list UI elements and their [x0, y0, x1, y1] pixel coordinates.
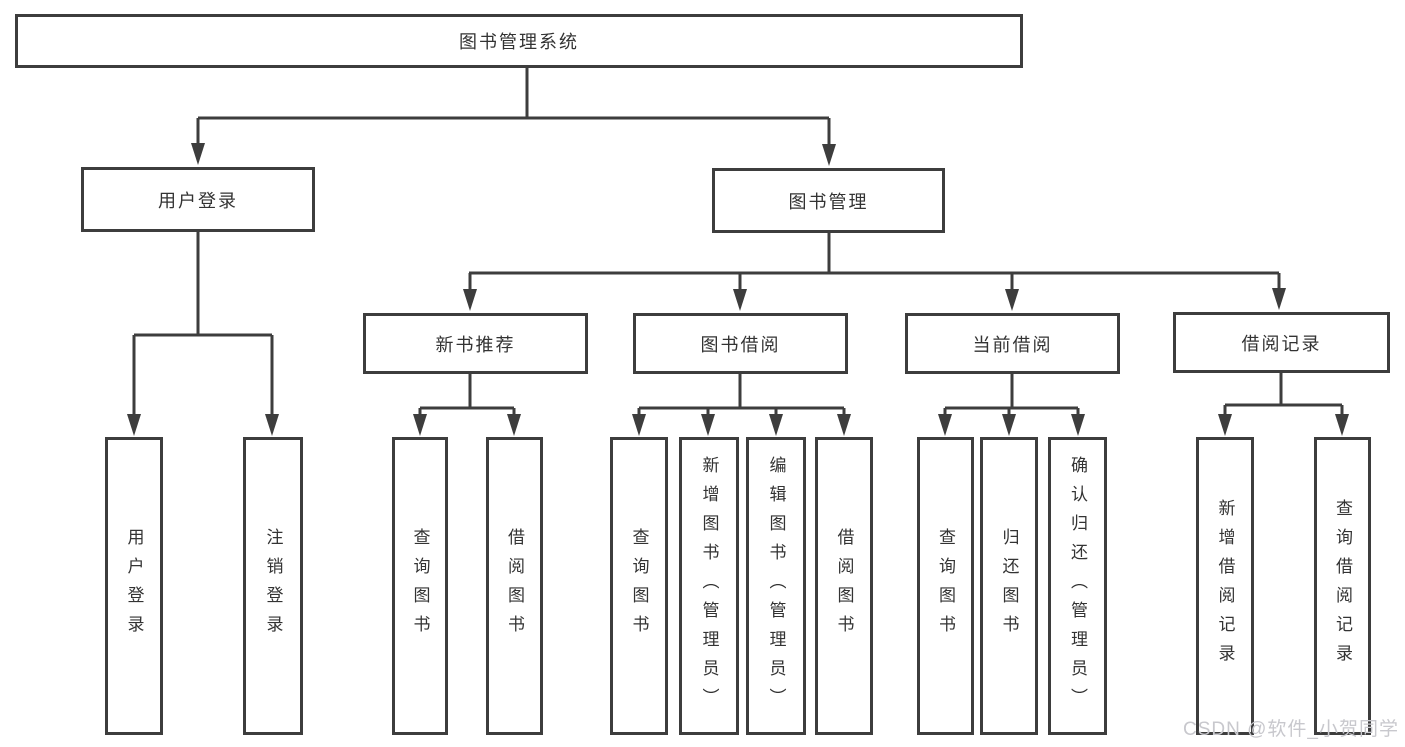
leaf-label: 新增借阅记录	[1215, 499, 1235, 673]
connector-current-borrow	[943, 374, 1080, 420]
leaf-logout: 注销登录	[243, 437, 303, 735]
leaf-label: 查询图书	[629, 528, 649, 644]
node-root: 图书管理系统	[15, 14, 1023, 68]
connector-user-login	[132, 232, 274, 420]
leaf-label: 查询借阅记录	[1333, 499, 1352, 673]
watermark: CSDN @软件_小贺同学	[1183, 719, 1399, 740]
leaf-label: 注销登录	[263, 528, 283, 644]
leaf-label: 归还图书	[999, 528, 1019, 644]
connector-borrow-records	[1223, 373, 1344, 420]
node-book-mgmt: 图书管理	[712, 168, 945, 233]
leaf-label: 借阅图书	[834, 528, 854, 644]
node-borrow-records: 借阅记录	[1173, 312, 1390, 373]
leaf-query-books: 查询图书	[392, 437, 448, 735]
leaf-label: 借阅图书	[505, 528, 524, 644]
leaf-user-login: 用户登录	[105, 437, 163, 735]
node-user-login: 用户登录	[81, 167, 315, 232]
connector-book-borrow	[637, 374, 846, 420]
leaf-edit-books-admin: 编辑图书（管理员）	[746, 437, 806, 735]
node-current-borrow: 当前借阅	[905, 313, 1120, 374]
leaf-query-books: 查询图书	[917, 437, 974, 735]
leaf-label: 查询图书	[936, 528, 955, 644]
connector-root	[196, 68, 831, 149]
connector-new-books	[418, 374, 516, 420]
leaf-borrow-books: 借阅图书	[486, 437, 543, 735]
leaf-label: 确认归还（管理员）	[1068, 455, 1087, 717]
leaf-label: 编辑图书（管理员）	[766, 455, 786, 717]
leaf-add-borrow-record: 新增借阅记录	[1196, 437, 1254, 735]
connector-book-mgmt	[468, 233, 1281, 295]
leaf-query-books: 查询图书	[610, 437, 668, 735]
leaf-label: 新增图书（管理员）	[699, 455, 719, 717]
leaf-borrow-books: 借阅图书	[815, 437, 873, 735]
leaf-confirm-return-admin: 确认归还（管理员）	[1048, 437, 1107, 735]
node-new-book-recommend: 新书推荐	[363, 313, 588, 374]
leaf-query-borrow-record: 查询借阅记录	[1314, 437, 1371, 735]
node-book-borrow: 图书借阅	[633, 313, 848, 374]
leaf-return-books: 归还图书	[980, 437, 1038, 735]
arrowheads	[127, 143, 1349, 436]
leaf-label: 用户登录	[124, 528, 144, 644]
leaf-label: 查询图书	[410, 528, 430, 644]
leaf-add-books-admin: 新增图书（管理员）	[679, 437, 739, 735]
